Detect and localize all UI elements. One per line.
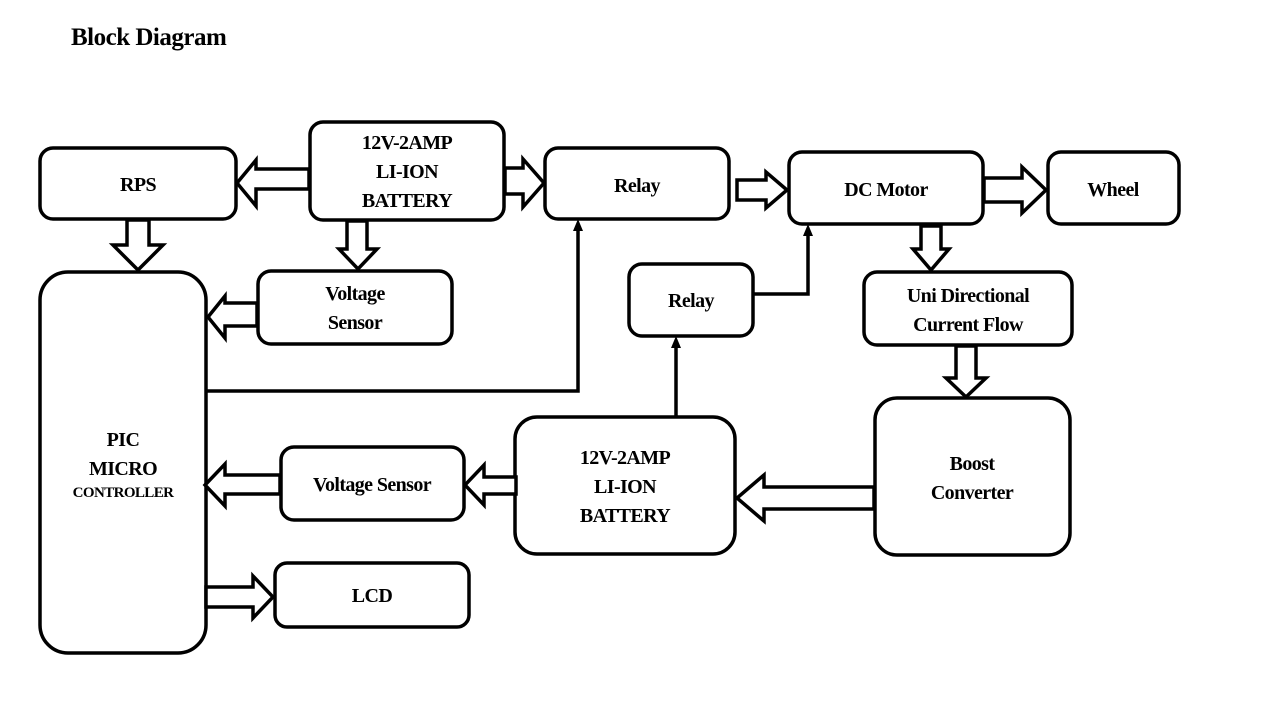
- arrow-dc-motor-to-wheel: [982, 162, 1049, 218]
- svg-text:BATTERY: BATTERY: [580, 505, 671, 527]
- block-dc-motor: DC Motor: [787, 150, 985, 226]
- block-label: Relay: [668, 290, 714, 312]
- block-relay-mid: Relay: [627, 262, 755, 338]
- svg-text:Relay: Relay: [668, 290, 714, 312]
- svg-text:CONTROLLER: CONTROLLER: [73, 485, 174, 501]
- svg-text:MICRO: MICRO: [89, 458, 157, 480]
- block-label: LI-ION: [594, 476, 657, 498]
- svg-text:Relay: Relay: [614, 175, 660, 197]
- block-battery-bottom: 12V-2AMP LI-ION BATTERY: [513, 415, 737, 556]
- block-relay-top: Relay: [543, 146, 731, 221]
- svg-text:Current Flow: Current Flow: [913, 314, 1024, 336]
- svg-text:Boost: Boost: [950, 453, 996, 475]
- svg-text:Voltage: Voltage: [325, 283, 385, 305]
- block-label: Boost: [950, 453, 996, 475]
- arrow-boost-to-battery: [734, 471, 876, 525]
- svg-text:Converter: Converter: [931, 482, 1014, 504]
- arrow-relay-to-dc-motor: [735, 168, 790, 212]
- line-relay-mid-to-dc-motor: [754, 235, 810, 296]
- block-label: Sensor: [328, 312, 383, 334]
- arrow-battery-to-relay: [503, 154, 547, 212]
- arrow-battery-to-voltage-sensor-bottom: [462, 460, 518, 510]
- block-label: LI-ION: [376, 161, 439, 183]
- arrow-voltage-sensor-to-pic: [205, 291, 259, 343]
- block-label: 12V-2AMP: [362, 132, 453, 154]
- block-lcd: LCD: [273, 561, 471, 629]
- svg-text:RPS: RPS: [120, 174, 156, 196]
- arrow-pic-to-lcd: [204, 571, 276, 623]
- svg-text:PIC: PIC: [107, 429, 140, 451]
- block-label: Relay: [614, 175, 660, 197]
- block-battery-top: 12V-2AMP LI-ION BATTERY: [308, 120, 506, 222]
- line-pic-to-relay: [207, 230, 580, 393]
- block-wheel: Wheel: [1046, 150, 1181, 226]
- arrow-battery-to-rps: [234, 155, 311, 211]
- block-rps: RPS: [38, 146, 238, 221]
- block-label: 12V-2AMP: [580, 447, 671, 469]
- svg-text:12V-2AMP: 12V-2AMP: [362, 132, 453, 154]
- block-label: PIC: [107, 429, 140, 451]
- svg-text:LI-ION: LI-ION: [376, 161, 439, 183]
- arrow-dc-motor-to-uni-directional: [909, 224, 953, 273]
- block-voltage-sensor-top: Voltage Sensor: [256, 269, 454, 346]
- block-label: Current Flow: [913, 314, 1024, 336]
- svg-text:LCD: LCD: [352, 585, 393, 607]
- svg-text:Uni Directional: Uni Directional: [907, 285, 1030, 307]
- block-label: Voltage Sensor: [313, 474, 432, 496]
- block-label: CONTROLLER: [73, 485, 174, 501]
- block-pic-microcontroller: PIC MICRO CONTROLLER: [38, 270, 208, 655]
- arrow-rps-to-pic: [108, 218, 168, 273]
- arrow-battery-to-voltage-sensor: [334, 219, 382, 272]
- block-voltage-sensor-bottom: Voltage Sensor: [279, 445, 466, 522]
- svg-text:DC Motor: DC Motor: [844, 179, 928, 201]
- block-label: Converter: [931, 482, 1014, 504]
- block-boost-converter: Boost Converter: [873, 396, 1072, 557]
- block-label: DC Motor: [844, 179, 928, 201]
- block-label: Wheel: [1087, 179, 1139, 201]
- svg-text:12V-2AMP: 12V-2AMP: [580, 447, 671, 469]
- svg-text:Sensor: Sensor: [328, 312, 383, 334]
- block-label: Voltage: [325, 283, 385, 305]
- arrowhead-relay-mid-to-dc-motor: [803, 224, 813, 236]
- block-label: BATTERY: [362, 190, 453, 212]
- svg-text:BATTERY: BATTERY: [362, 190, 453, 212]
- svg-text:Wheel: Wheel: [1087, 179, 1139, 201]
- block-label: RPS: [120, 174, 156, 196]
- arrowhead-pic-to-relay: [573, 219, 583, 231]
- block-label: LCD: [352, 585, 393, 607]
- block-label: MICRO: [89, 458, 157, 480]
- arrow-voltage-sensor-bottom-to-pic: [202, 459, 282, 511]
- svg-text:Voltage Sensor: Voltage Sensor: [313, 474, 432, 496]
- arrow-uni-directional-to-boost: [941, 344, 991, 400]
- block-uni-directional-current-flow: Uni Directional Current Flow: [862, 270, 1074, 347]
- svg-text:LI-ION: LI-ION: [594, 476, 657, 498]
- diagram-title: Block Diagram: [71, 24, 227, 51]
- block-label: Uni Directional: [907, 285, 1030, 307]
- arrowhead-battery-to-relay-mid: [671, 336, 681, 348]
- block-label: BATTERY: [580, 505, 671, 527]
